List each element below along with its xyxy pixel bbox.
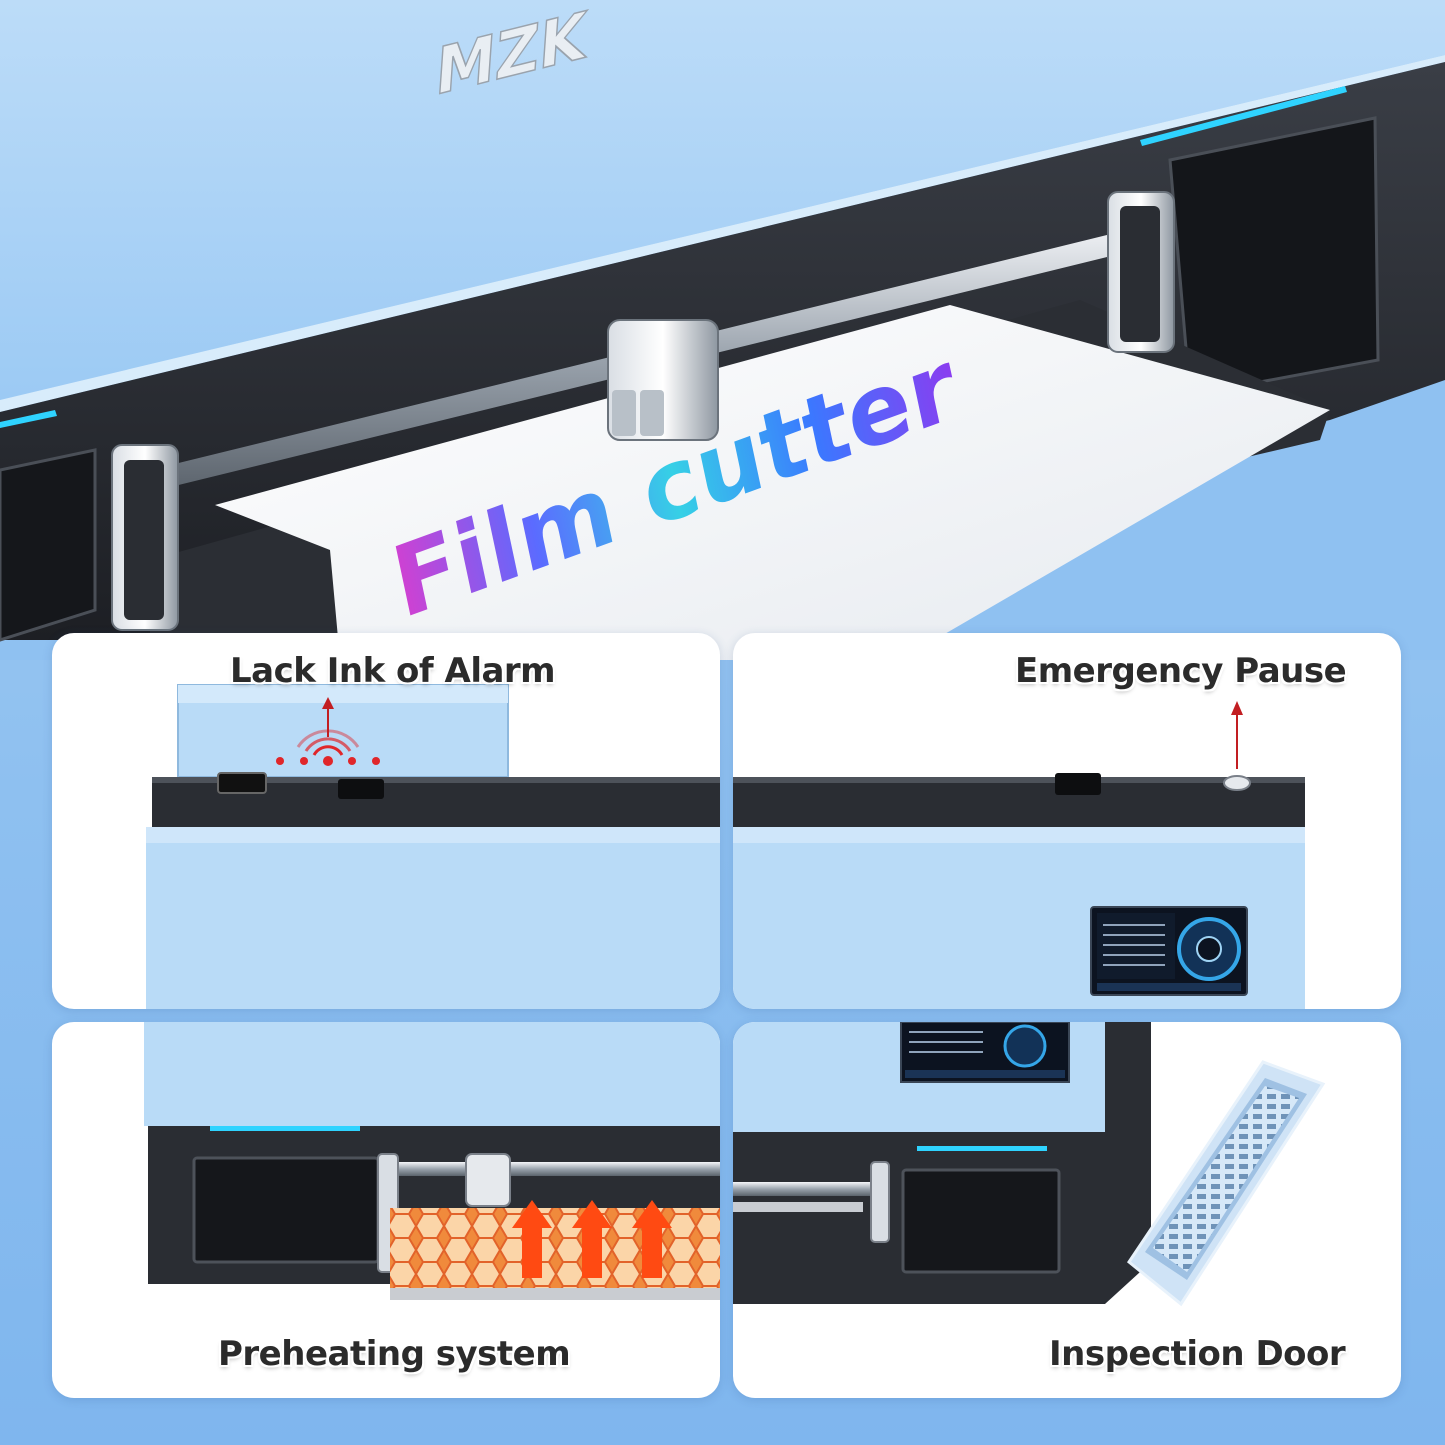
control-touchscreen (900, 1022, 1070, 1083)
emergency-pause-button (1223, 775, 1251, 791)
feature-label-preheating: Preheating system (218, 1334, 571, 1374)
led-strip (1140, 86, 1347, 146)
led-strip (917, 1146, 1047, 1151)
ink-alarm-illustration (146, 684, 720, 1009)
feature-panel-preheating: Preheating system (52, 1022, 720, 1398)
led-strip (210, 1126, 360, 1131)
feature-panel-emergency-pause: Emergency Pause (733, 633, 1401, 1009)
heat-arrow-icon (512, 1200, 552, 1278)
alarm-signal-icon (276, 729, 380, 766)
up-arrow-icon (1231, 701, 1243, 769)
printer-illustration: Film cutter MZK (0, 0, 1445, 660)
preheating-illustration (144, 1022, 720, 1300)
printer-lid (0, 0, 1445, 400)
printer-body (146, 827, 720, 1009)
inspection-door (1126, 1060, 1326, 1307)
heat-arrow-icon (632, 1200, 672, 1278)
hero-printer-scene: Film cutter MZK (0, 0, 1445, 660)
feature-label-emergency-pause: Emergency Pause (1015, 651, 1347, 691)
heat-arrow-icon (572, 1200, 612, 1278)
feature-label-inspection-door: Inspection Door (1049, 1334, 1346, 1374)
feature-label-ink-alarm: Lack Ink of Alarm (230, 651, 556, 691)
printer-top-strip (733, 777, 1305, 827)
feature-panel-inspection-door: Inspection Door (733, 1022, 1401, 1398)
up-arrow-icon (322, 697, 334, 737)
emergency-pause-illustration (733, 701, 1305, 1009)
printer-body (144, 1022, 720, 1126)
inspection-door-illustration (733, 1022, 1326, 1307)
led-strip (0, 410, 57, 428)
control-touchscreen (1090, 906, 1248, 996)
feature-panel-ink-alarm: Lack Ink of Alarm (52, 633, 720, 1009)
film-sheet (215, 305, 1330, 660)
